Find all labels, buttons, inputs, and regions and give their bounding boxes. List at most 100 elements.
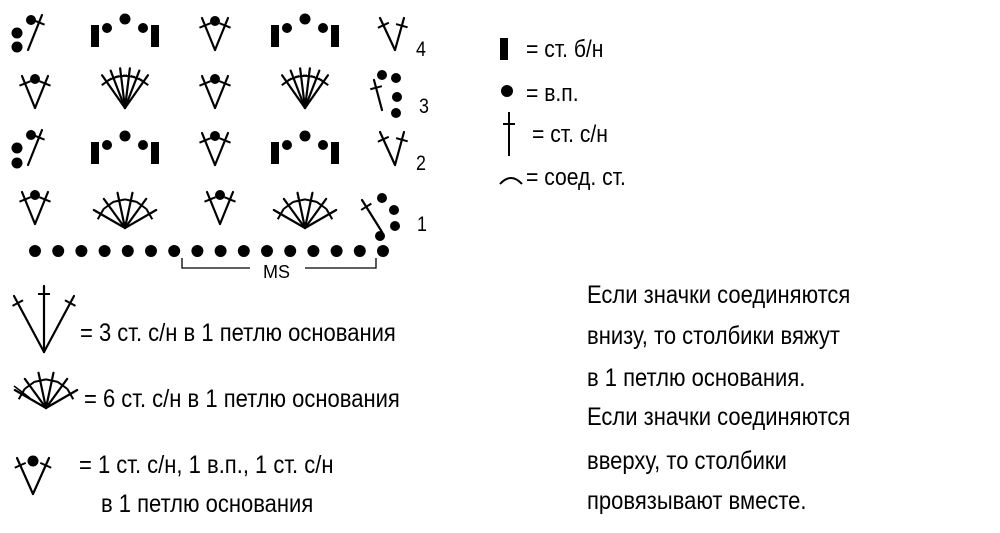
v-stitch-dc-right <box>33 74 50 110</box>
legend-sc: = ст. б/н <box>498 36 614 64</box>
dc-crossbar <box>137 77 149 87</box>
single-crochet <box>151 25 159 47</box>
note-line-2: внизу, то столбики вяжут <box>587 322 840 350</box>
chain-stitch <box>391 73 401 83</box>
fan-dc <box>102 197 127 230</box>
fan-dc <box>44 371 55 410</box>
chain-stitch <box>377 193 387 203</box>
fan-dc <box>44 377 69 410</box>
dc-crossbar <box>395 23 408 29</box>
v-stitch-dc-left <box>20 74 37 110</box>
v-stitch-dc-right <box>213 16 230 52</box>
legend-slst: = соед. ст. <box>498 164 639 192</box>
single-crochet <box>271 25 279 47</box>
fan-dc <box>299 67 307 110</box>
chain-stitch <box>389 205 399 215</box>
double-crochet <box>26 128 44 167</box>
dc-crossbar <box>360 202 372 211</box>
fan-dc <box>123 191 134 230</box>
row-number-1: 1 <box>417 213 427 236</box>
dc-crossbar <box>276 208 285 220</box>
dc-crossbar <box>304 198 317 203</box>
legend-sc-symbol <box>500 38 508 60</box>
note-line-3: в 1 петлю основания. <box>587 364 806 392</box>
chain-stitch <box>237 245 250 257</box>
chain-stitch <box>375 231 385 241</box>
legend-dc3-dc <box>42 294 76 354</box>
chain-stitch <box>215 190 225 200</box>
dc-crossbar <box>325 208 334 220</box>
fan-dc <box>92 208 127 230</box>
legend-slst-symbol <box>499 177 523 185</box>
legend-dc6-tick <box>13 385 31 399</box>
fan-dc <box>116 191 127 230</box>
v-stitch-dc-left <box>200 74 217 110</box>
note-line-1: Если значки соединяются <box>587 281 851 309</box>
dc-crossbar <box>66 388 75 400</box>
chain-stitch <box>261 245 273 257</box>
dc-crossbar <box>219 137 231 144</box>
chain-stitch <box>318 23 328 33</box>
dc-crossbar <box>136 201 147 210</box>
row-number-3: 3 <box>419 95 429 118</box>
fan-dc <box>13 388 48 410</box>
repeat-bracket-right <box>305 258 377 269</box>
dc-crossbar <box>33 19 45 26</box>
legend-dc6-text: = 6 ст. с/н в 1 петлю основания <box>84 385 400 413</box>
dc-crossbar <box>12 299 24 307</box>
fan-dc <box>123 197 148 230</box>
double-crochet <box>378 130 397 167</box>
chain-stitch <box>299 13 311 25</box>
chain-stitch <box>299 130 311 142</box>
repeat-label: MS <box>263 262 290 282</box>
dc-crossbar <box>204 196 216 203</box>
dc-crossbar <box>293 198 306 203</box>
fan-dc <box>119 67 127 110</box>
chain-stitch <box>390 221 400 231</box>
chain-stitch <box>282 23 292 33</box>
dc-crossbar <box>317 77 329 87</box>
dc-crossbar <box>17 388 26 400</box>
fan-dc <box>303 191 314 230</box>
dc-crossbar <box>24 381 35 390</box>
double-crochet <box>378 16 397 52</box>
legend-dc-text: = ст. с/н <box>532 121 608 148</box>
dc-crossbar <box>19 196 31 203</box>
dc-crossbar <box>113 198 126 203</box>
single-crochet <box>331 142 339 164</box>
double-crochet <box>360 198 384 234</box>
legend-slst-text: = соед. ст. <box>526 164 626 191</box>
dc-crossbar <box>199 80 211 87</box>
chain-stitch <box>102 140 112 150</box>
double-crochet <box>393 130 406 167</box>
fan-dc <box>303 74 330 110</box>
v-stitch-dc-left <box>200 131 217 167</box>
legend-dc3-text: = 3 ст. с/н в 1 петлю основания <box>80 319 396 347</box>
dc-crossbar <box>57 381 68 390</box>
chain-stitch <box>392 92 402 102</box>
chain-stitch <box>214 245 227 257</box>
dc-crossbar <box>283 201 294 210</box>
chain-stitch <box>11 142 23 154</box>
dc-crossbar <box>316 201 327 210</box>
fan-dc <box>272 208 307 230</box>
chain-stitch <box>11 41 23 53</box>
dc-crossbar <box>19 80 31 87</box>
dc-crossbar <box>377 21 390 29</box>
legend-ch-symbol <box>501 85 513 97</box>
fan-dc <box>109 69 127 110</box>
dc-crossbar <box>219 80 231 87</box>
chain-stitch <box>282 140 292 150</box>
chain-stitch <box>318 140 328 150</box>
chain-stitch <box>11 27 23 39</box>
dc-crossbar <box>45 378 58 383</box>
chain-stitch <box>30 74 40 84</box>
dc-crossbar <box>199 22 211 29</box>
dc-crossbar <box>370 85 383 91</box>
v-stitch-dc-left <box>200 16 217 52</box>
v-stitch-dc-left <box>20 190 37 226</box>
chain-stitch <box>102 23 112 33</box>
fan-dc <box>296 191 307 230</box>
fan-dc <box>303 67 311 110</box>
